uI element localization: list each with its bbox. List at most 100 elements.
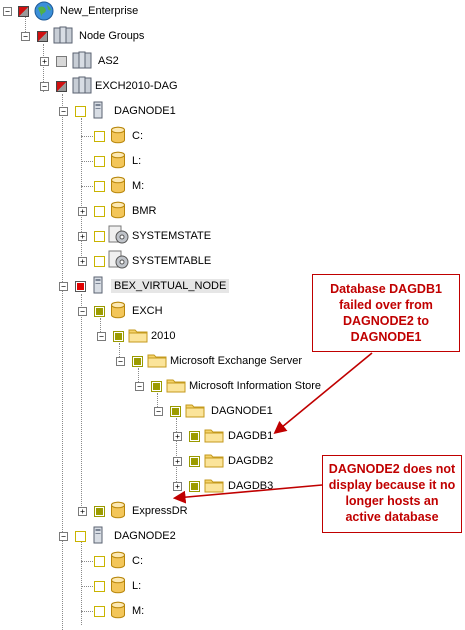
checkbox[interactable] xyxy=(94,256,105,267)
collapse-toggle[interactable]: − xyxy=(40,82,49,91)
tree-node-2010[interactable]: − 2010 xyxy=(0,328,240,344)
checkbox[interactable] xyxy=(94,606,105,617)
tree-node-dagnode2[interactable]: − DAGNODE2 xyxy=(0,528,220,544)
expand-toggle[interactable]: + xyxy=(78,207,87,216)
tree-node-label: L: xyxy=(132,155,142,167)
checkbox[interactable] xyxy=(56,56,67,67)
collapse-toggle[interactable]: − xyxy=(59,107,68,116)
tree-node-label: DAGDB2 xyxy=(228,455,274,467)
tree-node-bmr[interactable]: + BMR xyxy=(0,203,240,219)
checkbox[interactable] xyxy=(170,406,181,417)
checkbox[interactable] xyxy=(113,331,124,342)
tree-node-new-enterprise[interactable]: − New_Enterprise xyxy=(0,3,180,19)
checkbox[interactable] xyxy=(94,231,105,242)
checkbox[interactable] xyxy=(189,456,200,467)
tree-node-node-groups[interactable]: − Node Groups xyxy=(0,28,200,44)
tree-node-label: New_Enterprise xyxy=(60,5,139,17)
collapse-toggle[interactable]: − xyxy=(59,282,68,291)
checkbox[interactable] xyxy=(75,106,86,117)
tree-node-label: C: xyxy=(132,130,143,142)
checkbox[interactable] xyxy=(94,131,105,142)
tree-node-label: EXCH2010-DAG xyxy=(95,80,178,92)
checkbox[interactable] xyxy=(18,6,29,17)
tree-node-dagnode1[interactable]: − DAGNODE1 xyxy=(0,103,220,119)
tree-node-label: L: xyxy=(132,580,142,592)
failover-callout: Database DAGDB1 failed over from DAGNODE… xyxy=(312,274,460,352)
expand-toggle[interactable]: + xyxy=(78,507,87,516)
collapse-toggle[interactable]: − xyxy=(21,32,30,41)
failover-callout-text: Database DAGDB1 failed over from DAGNODE… xyxy=(330,282,442,344)
checkbox[interactable] xyxy=(75,281,86,292)
tree-node-bex-virtual-node[interactable]: − BEX_VIRTUAL_NODE xyxy=(0,278,240,294)
checkbox[interactable] xyxy=(94,181,105,192)
tree-node-label: EXCH xyxy=(132,305,163,317)
tree-node-drive-m[interactable]: M: xyxy=(0,178,220,194)
expand-toggle[interactable]: + xyxy=(173,432,182,441)
tree-node-systemtable[interactable]: + SYSTEMTABLE xyxy=(0,253,240,269)
checkbox[interactable] xyxy=(189,431,200,442)
tree-node-expressdr[interactable]: + ExpressDR xyxy=(0,503,240,519)
tree-node-label: DAGNODE1 xyxy=(211,405,273,417)
checkbox[interactable] xyxy=(189,481,200,492)
tree-node-label: Microsoft Exchange Server xyxy=(170,355,303,367)
tree-node-label: BMR xyxy=(132,205,157,217)
checkbox[interactable] xyxy=(94,206,105,217)
tree-node-label: M: xyxy=(132,180,145,192)
checkbox[interactable] xyxy=(75,531,86,542)
failover-arrow xyxy=(273,352,373,435)
expand-toggle[interactable]: + xyxy=(173,482,182,491)
tree-node-drive-l[interactable]: L: xyxy=(0,153,220,169)
tree-node-drive-c[interactable]: C: xyxy=(0,128,220,144)
collapse-toggle[interactable]: − xyxy=(135,382,144,391)
checkbox[interactable] xyxy=(94,581,105,592)
no-display-callout: DAGNODE2 does not display because it no … xyxy=(322,455,462,533)
checkbox[interactable] xyxy=(94,506,105,517)
tree-node-label: BEX_VIRTUAL_NODE xyxy=(111,279,230,293)
tree-node-microsoft-information-store[interactable]: − Microsoft Information Store xyxy=(0,378,330,394)
no-display-arrow xyxy=(172,484,323,504)
tree-node-exch2010-dag[interactable]: − EXCH2010-DAG xyxy=(0,78,220,94)
checkbox[interactable] xyxy=(94,306,105,317)
tree-node-label: DAGNODE1 xyxy=(114,105,176,117)
tree-node-label: C: xyxy=(132,555,143,567)
checkbox[interactable] xyxy=(94,556,105,567)
tree-node-label: SYSTEMSTATE xyxy=(132,230,212,242)
tree-node-microsoft-exchange-server[interactable]: − Microsoft Exchange Server xyxy=(0,353,320,369)
collapse-toggle[interactable]: − xyxy=(78,307,87,316)
tree-node-label: SYSTEMTABLE xyxy=(132,255,212,267)
checkbox[interactable] xyxy=(132,356,143,367)
expand-toggle[interactable]: + xyxy=(78,257,87,266)
collapse-toggle[interactable]: − xyxy=(116,357,125,366)
expand-toggle[interactable]: + xyxy=(40,57,49,66)
expand-toggle[interactable]: + xyxy=(173,457,182,466)
tree-node-label: ExpressDR xyxy=(132,505,188,517)
tree-node-dagdb1[interactable]: + DAGDB1 xyxy=(0,428,280,444)
tree-node-exch[interactable]: − EXCH xyxy=(0,303,240,319)
checkbox[interactable] xyxy=(94,156,105,167)
tree-node-as2[interactable]: + AS2 xyxy=(0,53,200,69)
tree-node-drive-l[interactable]: L: xyxy=(0,578,220,594)
expand-toggle[interactable]: + xyxy=(78,232,87,241)
tree-node-label: Node Groups xyxy=(79,30,145,42)
tree-node-dagdb3[interactable]: + DAGDB3 xyxy=(0,478,280,494)
tree-node-label: Microsoft Information Store xyxy=(189,380,322,392)
no-display-callout-text: DAGNODE2 does not display because it no … xyxy=(328,462,456,524)
tree-node-label: DAGNODE2 xyxy=(114,530,176,542)
collapse-toggle[interactable]: − xyxy=(59,532,68,541)
tree-node-mis-dagnode1[interactable]: − DAGNODE1 xyxy=(0,403,280,419)
tree-node-drive-m[interactable]: M: xyxy=(0,603,220,619)
tree-node-label: AS2 xyxy=(98,55,119,67)
checkbox[interactable] xyxy=(56,81,67,92)
tree-node-dagdb2[interactable]: + DAGDB2 xyxy=(0,453,280,469)
tree-node-label: DAGDB1 xyxy=(228,430,274,442)
tree-node-label: DAGDB3 xyxy=(228,480,274,492)
collapse-toggle[interactable]: − xyxy=(3,7,12,16)
collapse-toggle[interactable]: − xyxy=(97,332,106,341)
tree-node-drive-c[interactable]: C: xyxy=(0,553,220,569)
tree-node-label: M: xyxy=(132,605,145,617)
collapse-toggle[interactable]: − xyxy=(154,407,163,416)
tree-node-systemstate[interactable]: + SYSTEMSTATE xyxy=(0,228,240,244)
checkbox[interactable] xyxy=(151,381,162,392)
checkbox[interactable] xyxy=(37,31,48,42)
